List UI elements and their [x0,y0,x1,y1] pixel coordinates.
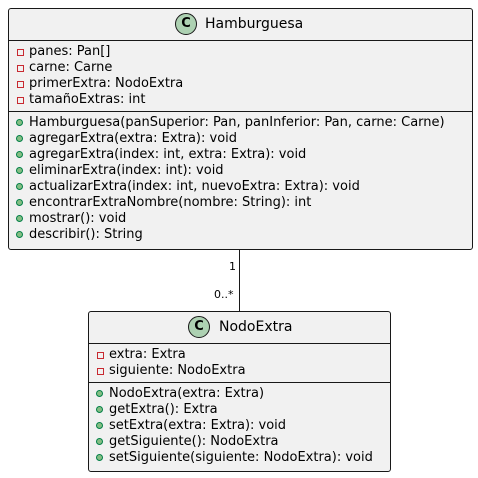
private-visibility-icon [17,81,24,88]
public-visibility-icon [16,199,23,206]
method-text: setExtra(extra: Extra): void [109,418,287,433]
public-visibility-icon [16,167,23,174]
class-name: NodoExtra [219,319,293,335]
class-header: C NodoExtra [89,312,390,344]
public-visibility-icon [16,151,23,158]
method-text: getSiguiente(): NodoExtra [109,434,279,449]
attribute-row: panes: Pan[] [15,44,472,60]
private-visibility-icon [97,352,104,359]
attribute-row: tamañoExtras: int [15,92,472,108]
method-text: getExtra(): Extra [109,402,218,417]
method-row: mostrar(): void [15,211,472,227]
attributes-section: extra: Extra siguiente: NodoExtra [89,344,390,383]
target-multiplicity: 0..* [214,288,234,301]
public-visibility-icon [96,390,103,397]
method-row: Hamburguesa(panSuperior: Pan, panInferio… [15,115,472,131]
class-header: C Hamburguesa [9,9,472,41]
method-row: agregarExtra(index: int, extra: Extra): … [15,147,472,163]
attribute-text: extra: Extra [109,347,186,362]
class-nodoextra: C NodoExtra extra: Extra siguiente: Nodo… [88,311,391,472]
method-text: mostrar(): void [29,211,127,226]
class-name: Hamburguesa [205,16,304,32]
method-text: NodoExtra(extra: Extra) [109,386,265,401]
attribute-row: primerExtra: NodoExtra [15,76,472,92]
class-stereotype-icon: C [175,13,197,35]
method-text: encontrarExtraNombre(nombre: String): in… [29,195,312,210]
attributes-section: panes: Pan[] carne: Carne primerExtra: N… [9,41,472,112]
class-stereotype-icon: C [188,316,210,338]
attribute-text: primerExtra: NodoExtra [29,76,184,91]
private-visibility-icon [17,65,24,72]
public-visibility-icon [96,422,103,429]
methods-section: Hamburguesa(panSuperior: Pan, panInferio… [9,112,472,246]
class-hamburguesa: C Hamburguesa panes: Pan[] carne: Carne … [8,8,473,250]
method-text: agregarExtra(extra: Extra): void [29,131,238,146]
public-visibility-icon [96,406,103,413]
method-row: setSiguiente(siguiente: NodoExtra): void [95,450,390,466]
public-visibility-icon [16,119,23,126]
attribute-row: extra: Extra [95,347,390,363]
private-visibility-icon [17,49,24,56]
attribute-text: tamañoExtras: int [29,92,146,107]
public-visibility-icon [16,231,23,238]
attribute-row: carne: Carne [15,60,472,76]
method-text: setSiguiente(siguiente: NodoExtra): void [109,450,373,465]
private-visibility-icon [97,368,104,375]
source-multiplicity: 1 [229,260,236,273]
attribute-text: carne: Carne [29,60,113,75]
method-text: describir(): String [29,227,143,242]
method-text: actualizarExtra(index: int, nuevoExtra: … [29,179,360,194]
method-row: getSiguiente(): NodoExtra [95,434,390,450]
public-visibility-icon [16,135,23,142]
method-text: eliminarExtra(index: int): void [29,163,224,178]
method-row: describir(): String [15,227,472,243]
method-text: Hamburguesa(panSuperior: Pan, panInferio… [29,115,445,130]
association-line [239,250,240,311]
attribute-row: siguiente: NodoExtra [95,363,390,379]
method-row: setExtra(extra: Extra): void [95,418,390,434]
public-visibility-icon [16,215,23,222]
attribute-text: siguiente: NodoExtra [109,363,246,378]
method-row: getExtra(): Extra [95,402,390,418]
method-row: encontrarExtraNombre(nombre: String): in… [15,195,472,211]
public-visibility-icon [96,438,103,445]
methods-section: NodoExtra(extra: Extra) getExtra(): Extr… [89,383,390,469]
private-visibility-icon [17,97,24,104]
method-row: agregarExtra(extra: Extra): void [15,131,472,147]
method-row: actualizarExtra(index: int, nuevoExtra: … [15,179,472,195]
public-visibility-icon [16,183,23,190]
method-row: NodoExtra(extra: Extra) [95,386,390,402]
attribute-text: panes: Pan[] [29,44,111,59]
method-text: agregarExtra(index: int, extra: Extra): … [29,147,307,162]
public-visibility-icon [96,454,103,461]
method-row: eliminarExtra(index: int): void [15,163,472,179]
